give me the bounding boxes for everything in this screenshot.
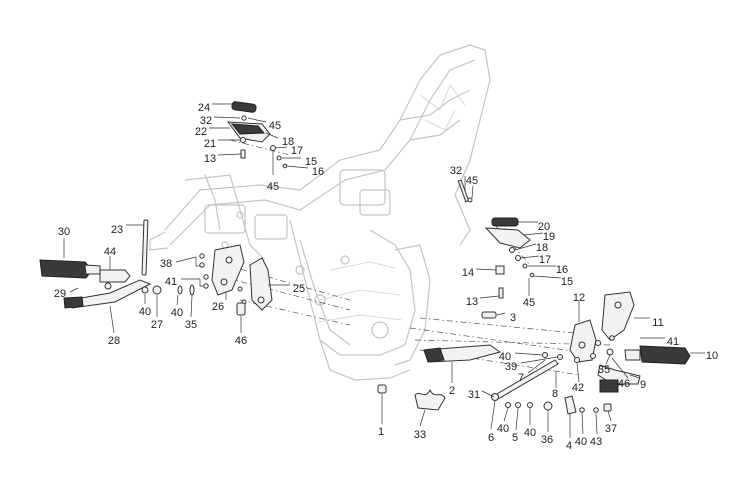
- part-callout-45b: 45: [267, 181, 279, 193]
- part-callout-41b: 41: [667, 336, 679, 348]
- part-callout-23: 23: [111, 224, 123, 236]
- part-callout-33: 33: [414, 429, 426, 441]
- part-callout-15b: 15: [561, 276, 573, 288]
- part-callout-13a: 13: [204, 153, 216, 165]
- part-callout-39: 39: [505, 361, 517, 373]
- part-callout-40d: 40: [497, 423, 509, 435]
- part-callout-32b: 32: [450, 165, 462, 177]
- motorcycle-frame: [149, 44, 491, 381]
- part-callout-18b: 18: [536, 242, 548, 254]
- part-callout-27: 27: [151, 319, 163, 331]
- part-callout-43: 43: [590, 436, 602, 448]
- part-callout-31: 31: [468, 389, 480, 401]
- part-callout-12: 12: [573, 292, 585, 304]
- part-callout-17b: 17: [539, 254, 551, 266]
- part-callout-15a: 15: [305, 156, 317, 168]
- part-callout-35b: 35: [598, 364, 610, 376]
- part-callout-2: 2: [449, 385, 455, 397]
- part-callout-40f: 40: [575, 436, 587, 448]
- part-callout-1: 1: [378, 426, 384, 438]
- part-callout-16a: 16: [312, 166, 324, 178]
- part-callout-38: 38: [160, 258, 172, 270]
- part-callout-40e: 40: [524, 427, 536, 439]
- part-callout-45c: 45: [466, 175, 478, 187]
- part-callout-7: 7: [518, 372, 524, 384]
- part-callout-45a: 45: [269, 120, 281, 132]
- part-callout-36: 36: [541, 434, 553, 446]
- right-footpeg-brake-assembly: [377, 291, 705, 438]
- part-callout-24: 24: [198, 102, 210, 114]
- part-callout-25: 25: [293, 283, 305, 295]
- part-callout-41a: 41: [165, 276, 177, 288]
- part-callout-35a: 35: [185, 319, 197, 331]
- part-callout-3: 3: [510, 312, 516, 324]
- part-callout-29: 29: [54, 288, 66, 300]
- part-callout-6: 6: [488, 432, 494, 444]
- part-callout-10: 10: [706, 350, 718, 362]
- left-footpeg-shifter-assembly: [39, 219, 290, 334]
- part-callout-11: 11: [652, 317, 663, 329]
- alignment-lines: [214, 139, 611, 376]
- part-callout-18a: 18: [282, 136, 294, 148]
- part-callout-40b: 40: [171, 307, 183, 319]
- part-callout-4: 4: [566, 440, 572, 452]
- part-callout-14: 14: [462, 267, 474, 279]
- rear-left-footpeg-assembly: [209, 101, 309, 175]
- part-callout-40a: 40: [139, 306, 151, 318]
- part-callout-21: 21: [204, 138, 216, 150]
- part-callout-17a: 17: [291, 145, 303, 157]
- part-callout-20: 20: [538, 221, 550, 233]
- part-callout-28: 28: [108, 335, 120, 347]
- part-callout-32a: 32: [200, 115, 212, 127]
- part-callout-22: 22: [195, 126, 207, 138]
- part-callout-19: 19: [543, 231, 555, 243]
- part-callout-40c: 40: [499, 351, 511, 363]
- part-callout-16b: 16: [556, 264, 568, 276]
- part-callout-37: 37: [605, 423, 617, 435]
- rear-right-footpeg-assembly: [457, 176, 562, 299]
- part-callout-42: 42: [572, 382, 584, 394]
- part-callout-26: 26: [212, 301, 224, 313]
- part-callout-9: 9: [640, 379, 646, 391]
- part-callout-8: 8: [552, 388, 558, 400]
- part-callout-45d: 45: [523, 297, 535, 309]
- part-callout-13b: 13: [466, 296, 478, 308]
- part-callout-46b: 46: [618, 378, 630, 390]
- part-callout-5: 5: [512, 432, 518, 444]
- part-callout-44: 44: [104, 246, 116, 258]
- part-callout-46a: 46: [235, 335, 247, 347]
- part-callout-30: 30: [58, 226, 70, 238]
